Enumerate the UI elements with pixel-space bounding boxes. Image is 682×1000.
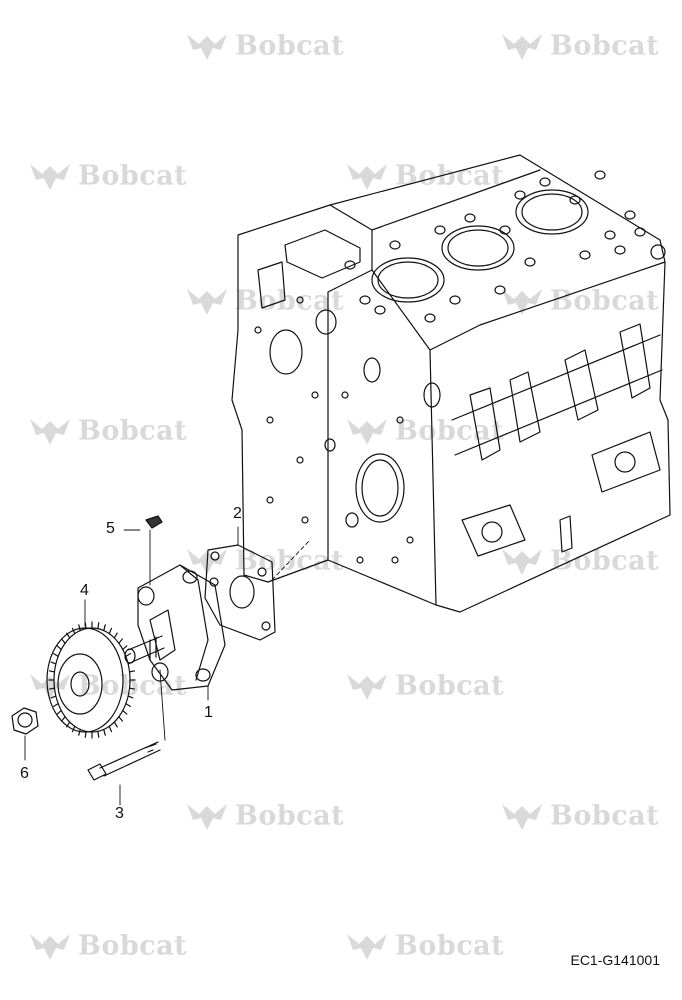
bobcat-watermark: Bobcat bbox=[500, 285, 659, 319]
watermark-text: Bobcat bbox=[235, 30, 345, 62]
watermark-text: Bobcat bbox=[235, 285, 345, 317]
bobcat-watermark: Bobcat bbox=[345, 930, 504, 964]
bobcat-logo-icon bbox=[185, 285, 229, 319]
bobcat-logo-icon bbox=[28, 160, 72, 194]
bobcat-watermark: Bobcat bbox=[185, 285, 344, 319]
watermark-text: Bobcat bbox=[395, 930, 505, 962]
callout-6: 6 bbox=[20, 765, 29, 782]
bobcat-watermark: Bobcat bbox=[28, 415, 187, 449]
bobcat-logo-icon bbox=[28, 930, 72, 964]
bobcat-logo-icon bbox=[345, 415, 389, 449]
bobcat-logo-icon bbox=[345, 160, 389, 194]
leader-lines bbox=[24, 526, 311, 806]
bobcat-watermark: Bobcat bbox=[500, 545, 659, 579]
bobcat-logo-icon bbox=[28, 670, 72, 704]
drive-gear bbox=[46, 621, 136, 739]
bobcat-logo-icon bbox=[500, 800, 544, 834]
bobcat-watermark: Bobcat bbox=[28, 160, 187, 194]
woodruff-key bbox=[145, 515, 163, 529]
gasket bbox=[204, 544, 276, 641]
figure-id: EC1-G141001 bbox=[570, 952, 660, 968]
bobcat-logo-icon bbox=[185, 800, 229, 834]
watermark-text: Bobcat bbox=[395, 160, 505, 192]
flange-bolt bbox=[87, 741, 161, 781]
watermark-text: Bobcat bbox=[78, 160, 188, 192]
bobcat-watermark: Bobcat bbox=[28, 930, 187, 964]
engine-block bbox=[231, 154, 671, 613]
bobcat-watermark: Bobcat bbox=[500, 800, 659, 834]
watermark-text: Bobcat bbox=[550, 285, 660, 317]
bobcat-watermark: Bobcat bbox=[185, 800, 344, 834]
watermark-text: Bobcat bbox=[78, 930, 188, 962]
bobcat-logo-icon bbox=[345, 930, 389, 964]
watermark-text: Bobcat bbox=[395, 415, 505, 447]
bobcat-logo-icon bbox=[28, 415, 72, 449]
bobcat-watermark: Bobcat bbox=[345, 415, 504, 449]
watermark-text: Bobcat bbox=[395, 670, 505, 702]
bobcat-watermark: Bobcat bbox=[500, 30, 659, 64]
watermark-text: Bobcat bbox=[78, 415, 188, 447]
callout-1: 1 bbox=[204, 704, 213, 721]
watermark-text: Bobcat bbox=[550, 30, 660, 62]
bobcat-logo-icon bbox=[500, 545, 544, 579]
watermark-text: Bobcat bbox=[550, 800, 660, 832]
bobcat-watermark: Bobcat bbox=[345, 670, 504, 704]
bobcat-watermark: Bobcat bbox=[185, 30, 344, 64]
bobcat-logo-icon bbox=[500, 30, 544, 64]
watermark-text: Bobcat bbox=[235, 800, 345, 832]
hex-nut bbox=[11, 707, 39, 735]
callout-2: 2 bbox=[233, 505, 242, 522]
callout-4: 4 bbox=[80, 582, 89, 599]
callout-5: 5 bbox=[106, 520, 115, 537]
bobcat-logo-icon bbox=[345, 670, 389, 704]
callout-3: 3 bbox=[115, 805, 124, 822]
bobcat-watermark: Bobcat bbox=[345, 160, 504, 194]
bobcat-logo-icon bbox=[500, 285, 544, 319]
watermark-text: Bobcat bbox=[550, 545, 660, 577]
bobcat-logo-icon bbox=[185, 30, 229, 64]
